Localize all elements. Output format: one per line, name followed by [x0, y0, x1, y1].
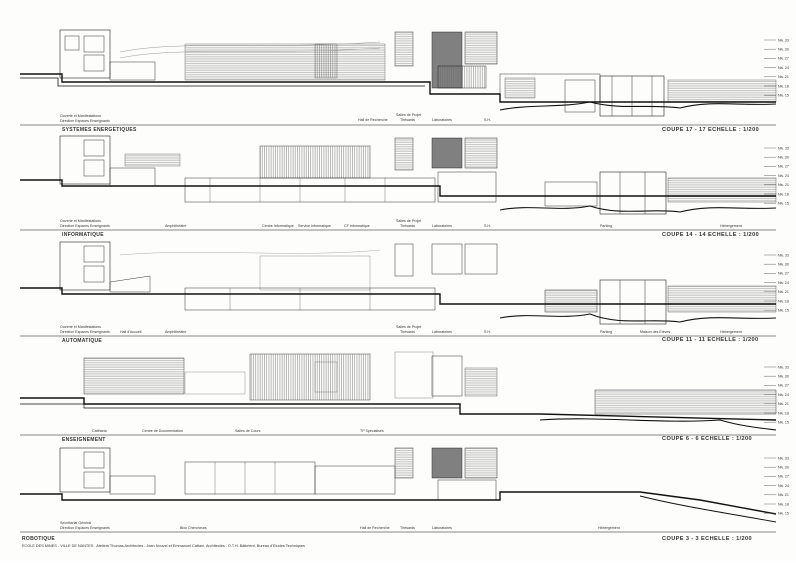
section-title: INFORMATIQUE	[62, 232, 104, 238]
label: TP Spécialisés	[360, 429, 384, 433]
level-label: Niv. 33	[778, 38, 789, 42]
level-label: Niv. 15	[778, 512, 789, 516]
level-label: Niv. 27	[778, 272, 789, 276]
level-label: Niv. 21	[778, 493, 789, 497]
label: Salles de Cours	[235, 429, 261, 433]
footer-title: ROBOTIQUE	[22, 536, 55, 542]
label: Amphithéâtre	[165, 224, 186, 228]
section-band-2: Ouverte et Manifestations Direction Espa…	[20, 135, 777, 238]
label: Thésards	[400, 330, 415, 334]
label: Salles de Projet	[396, 219, 421, 223]
label: Laboratoires	[432, 526, 452, 530]
level-label: Niv. 33	[778, 146, 789, 150]
level-label: Niv. 15	[778, 421, 789, 425]
coupe-label-3: COUPE 3 - 3 ECHELLE : 1/200	[662, 536, 752, 542]
level-label: Niv. 30	[778, 466, 789, 470]
section-band-5: Secrétariat Général Direction Espaces En…	[20, 447, 777, 548]
label: CF Informatique	[344, 224, 370, 228]
level-label: Niv. 18	[778, 502, 789, 506]
level-label: Niv. 27	[778, 165, 789, 169]
level-label: Niv. 30	[778, 263, 789, 267]
label: Hébergement	[720, 224, 742, 228]
label: Laboratoires	[432, 118, 452, 122]
label: Laboratoires	[432, 330, 452, 334]
level-label: Niv. 18	[778, 299, 789, 303]
section-title: AUTOMATIQUE	[62, 338, 102, 344]
label: Hall de Recherche	[360, 526, 390, 530]
label: Salles de Projet	[396, 113, 421, 117]
label: Centre Informatique	[262, 224, 294, 228]
label: S.H.	[484, 118, 491, 122]
level-label: Niv. 21	[778, 183, 789, 187]
section-title: SYSTEMES ENERGETIQUES	[62, 127, 137, 133]
section-band-4: Cafétaria Centre de Documentation Salles…	[20, 351, 777, 443]
level-label: Niv. 30	[778, 48, 789, 52]
label: Direction Espaces Enseignants	[60, 526, 110, 530]
level-label: Niv. 21	[778, 402, 789, 406]
level-label: Niv. 15	[778, 94, 789, 98]
level-label: Niv. 18	[778, 84, 789, 88]
level-label: Niv. 27	[778, 384, 789, 388]
label: Secrétariat Général	[60, 521, 91, 525]
credits: ECOLE DES MINES - VILLE DE NANTES . Atel…	[22, 544, 305, 548]
level-label: Niv. 15	[778, 309, 789, 313]
label: Laboratoires	[432, 224, 452, 228]
level-label: Niv. 24	[778, 484, 789, 488]
section-band-1: Ouverte et Manifestations Direction Espa…	[20, 29, 777, 133]
label: Maison des Elèves	[640, 330, 670, 334]
label: Hall de Recherche	[358, 118, 388, 122]
label: Amphithéâtre	[165, 330, 186, 334]
label: Centre de Documentation	[142, 429, 183, 433]
label: Service Informatique	[298, 224, 331, 228]
level-label: Niv. 21	[778, 290, 789, 294]
section-title: ENSEIGNEMENT	[62, 437, 106, 443]
label: Parking	[600, 330, 612, 334]
level-label: Niv. 33	[778, 253, 789, 257]
label: Parking	[600, 224, 612, 228]
level-markers: Niv. 33 Niv. 30 Niv. 27 Niv. 24 Niv. 21 Niv. …	[764, 38, 789, 516]
level-label: Niv. 33	[778, 365, 789, 369]
level-label: Niv. 24	[778, 281, 789, 285]
level-label: Niv. 15	[778, 202, 789, 206]
coupe-label-6: COUPE 6 - 6 ECHELLE : 1/200	[662, 436, 752, 442]
coupe-label-17: COUPE 17 - 17 ECHELLE : 1/200	[662, 127, 759, 133]
level-label: Niv. 27	[778, 475, 789, 479]
coupe-label-14: COUPE 14 - 14 ECHELLE : 1/200	[662, 232, 759, 238]
label: Cafétaria	[92, 429, 107, 433]
coupe-label-11: COUPE 11 - 11 ECHELLE : 1/200	[662, 337, 758, 343]
level-label: Niv. 24	[778, 393, 789, 397]
label: S.H.	[484, 224, 491, 228]
level-label: Niv. 30	[778, 156, 789, 160]
level-label: Niv. 24	[778, 66, 789, 70]
level-label: Niv. 30	[778, 375, 789, 379]
label: Thésards	[400, 526, 415, 530]
label: Salles de Projet	[396, 325, 421, 329]
level-label: Niv. 27	[778, 57, 789, 61]
label: Ouverte et Manifestations	[60, 114, 101, 118]
label: Direction Espaces Enseignants	[60, 224, 110, 228]
label: Direction Espaces Enseignants	[60, 330, 110, 334]
label: Direction Espaces Enseignants	[60, 119, 110, 123]
level-label: Niv. 24	[778, 174, 789, 178]
level-label: Niv. 33	[778, 456, 789, 460]
label: Ouverte et Manifestations	[60, 325, 101, 329]
label: Bloc Chercheurs	[180, 526, 207, 530]
label: Thésards	[400, 118, 415, 122]
level-label: Niv. 18	[778, 192, 789, 196]
label: Ouverte et Manifestations	[60, 219, 101, 223]
level-label: Niv. 18	[778, 411, 789, 415]
level-label: Niv. 21	[778, 75, 789, 79]
section-band-3: Ouverte et Manifestations Direction Espa…	[20, 241, 777, 344]
label: S.H.	[484, 330, 491, 334]
label: Hébergement	[720, 330, 742, 334]
label: Thésards	[400, 224, 415, 228]
label: Hébergement	[598, 526, 620, 530]
label: Hall d'Accueil	[120, 330, 142, 334]
